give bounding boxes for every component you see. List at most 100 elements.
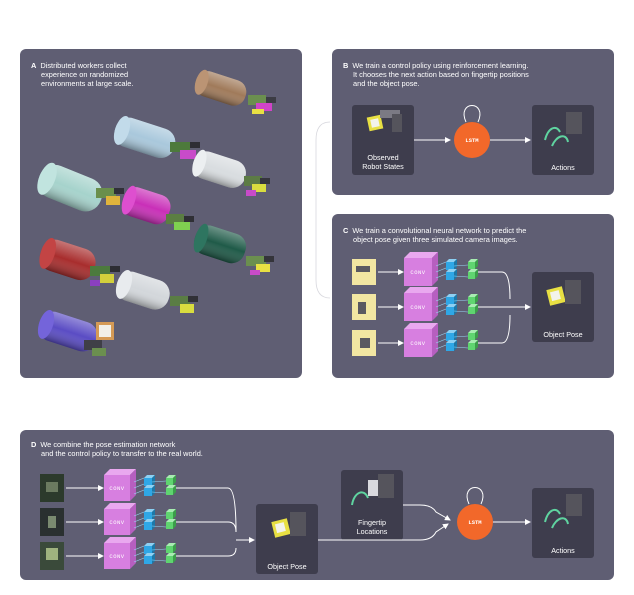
blue-node (446, 333, 454, 341)
green-node (468, 272, 475, 279)
randomized-object-lightblue (113, 116, 176, 159)
conv-label: CONV (410, 340, 425, 347)
blue-node (144, 522, 152, 530)
green-node-side (173, 519, 176, 529)
green-node-top (166, 519, 176, 522)
green-node (166, 478, 173, 485)
conv-block-side (130, 537, 136, 569)
panel-b-line-2: It chooses the next action based on fing… (353, 70, 529, 79)
randomized-object-magenta (121, 185, 171, 225)
blue-node-top (144, 475, 155, 478)
panel-connector-bracket (315, 121, 331, 299)
blue-node (144, 512, 152, 520)
conv-block-top (404, 287, 438, 293)
actions-hand-thumbnail-b (544, 112, 582, 147)
panel-c-letter: C (343, 226, 349, 235)
randomized-object-red (39, 238, 96, 281)
green-node (166, 556, 173, 563)
conv-label: CONV (410, 269, 425, 276)
conv-block-top (104, 503, 136, 509)
robot-hand (244, 176, 270, 196)
green-node-top (166, 475, 176, 478)
dense-connection (453, 310, 469, 313)
observed-label-line-2: Robot States (362, 162, 404, 171)
conv-connection (435, 273, 447, 279)
conv-block (104, 543, 130, 569)
actions-box-d: Actions (532, 488, 594, 558)
blue-node-side (454, 259, 457, 270)
green-node-top (468, 269, 478, 272)
blue-node (144, 546, 152, 554)
conv-row-3: CONV (378, 314, 511, 357)
panel-b-letter: B (343, 61, 349, 70)
green-node-side (475, 330, 478, 340)
conv-connection (133, 551, 145, 557)
panel-c-line-1: We train a convolutional neural network … (352, 226, 527, 235)
robot-hand (170, 296, 198, 313)
panel-d-line-1: We combine the pose estimation network (40, 440, 176, 449)
conv-connection (435, 332, 447, 338)
blue-node-top (144, 509, 155, 512)
real-camera-image-1 (40, 474, 64, 502)
green-node-side (475, 294, 478, 304)
merge-line (176, 487, 237, 533)
green-node (468, 297, 475, 304)
blue-node-side (454, 269, 457, 280)
robot-hand (166, 214, 194, 230)
green-node-top (166, 543, 176, 546)
green-node (468, 343, 475, 350)
dense-connection (453, 335, 469, 338)
green-node-top (468, 259, 478, 262)
actions-label-b: Actions (551, 163, 575, 172)
blue-node-top (446, 259, 457, 262)
dense-connection (151, 480, 167, 483)
merge-line (478, 314, 511, 344)
conv-block-top (404, 252, 438, 258)
conv-connection (133, 557, 145, 563)
object-pose-box-d: Object Pose (256, 504, 318, 574)
blue-node (446, 272, 454, 280)
fingertip-label-line-2: Locations (356, 527, 388, 536)
object-pose-box-c: Object Pose (532, 272, 594, 342)
conv-connection (133, 511, 145, 517)
conv-connection (435, 261, 447, 267)
blue-node-side (152, 553, 155, 564)
blue-node (446, 343, 454, 351)
randomized-object-purple (37, 310, 98, 352)
green-node (166, 522, 173, 529)
green-node-side (475, 304, 478, 314)
randomized-object-darkgreen (193, 223, 247, 264)
green-node-top (468, 304, 478, 307)
camera-image-3 (352, 330, 376, 356)
lstm-recurrent-loop-d (466, 487, 484, 505)
conv-block-top (104, 537, 136, 543)
robot-hand (96, 188, 124, 205)
green-node (166, 512, 173, 519)
merge-line (176, 521, 237, 533)
dense-connection (151, 491, 167, 494)
green-node (468, 333, 475, 340)
conv-row-3: CONV (66, 537, 237, 569)
conv-connection (435, 267, 447, 273)
green-node-top (468, 294, 478, 297)
green-node-side (173, 553, 176, 563)
arrow-pose-to-lstm (318, 523, 449, 541)
blue-node-side (454, 304, 457, 315)
conv-block (404, 258, 432, 286)
conv-row-2: CONV (378, 287, 510, 321)
blue-node-side (152, 475, 155, 486)
dense-connection (151, 525, 167, 528)
blue-node-top (446, 330, 457, 333)
dense-connection (453, 346, 469, 349)
conv-block-side (130, 469, 136, 501)
conv-connection (435, 302, 447, 308)
green-node (166, 546, 173, 553)
green-node-side (173, 475, 176, 485)
green-node-top (166, 485, 176, 488)
panel-b-line-1: We train a control policy using reinforc… (352, 61, 529, 70)
conv-block (104, 475, 130, 501)
dense-connection (151, 514, 167, 517)
conv-block (404, 293, 432, 321)
actions-box-b: Actions (532, 105, 594, 175)
